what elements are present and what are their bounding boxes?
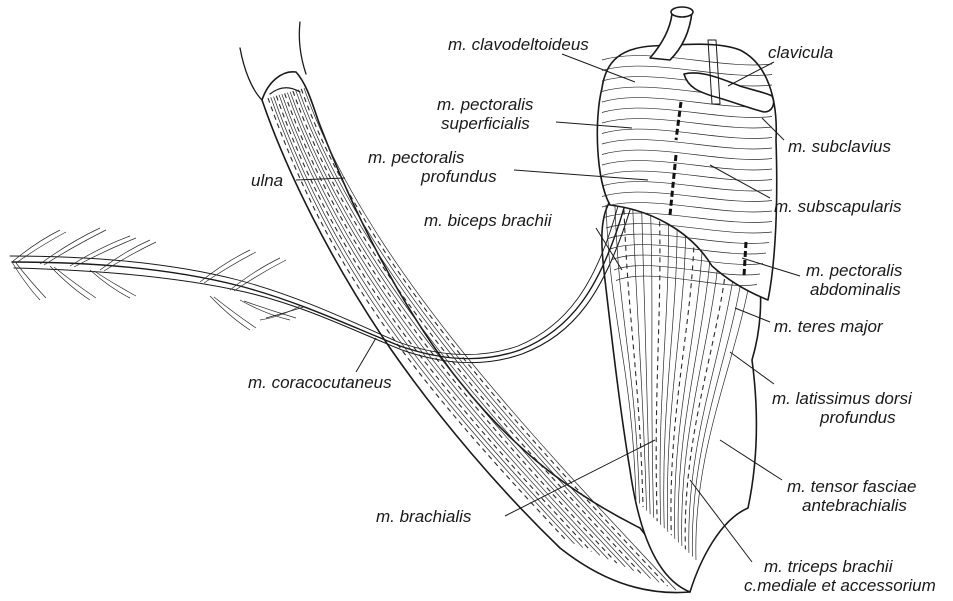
label-latissimus-dorsi-2: profundus (819, 408, 896, 427)
label-subclavius: m. subclavius (788, 137, 891, 156)
label-triceps-brachii-2: c.mediale et accessorium (744, 576, 936, 595)
label-ulna: ulna (251, 171, 283, 190)
label-clavicula: clavicula (768, 43, 833, 62)
label-clavodeltoideus: m. clavodeltoideus (448, 35, 589, 54)
label-teres-major: m. teres major (774, 317, 884, 336)
label-triceps-brachii-1: m. triceps brachii (764, 557, 894, 576)
label-biceps-brachii: m. biceps brachii (424, 211, 553, 230)
coracocutaneus-fibers (12, 228, 304, 330)
label-tensor-fasciae-2: antebrachialis (802, 496, 907, 515)
label-pectoralis-superficialis-2: superficialis (441, 114, 530, 133)
label-pectoralis-profundus-1: m. pectoralis (368, 148, 465, 167)
label-pectoralis-superficialis-1: m. pectoralis (437, 95, 534, 114)
label-subscapularis: m. subscapularis (774, 197, 902, 216)
label-pectoralis-abdominalis-1: m. pectoralis (806, 261, 903, 280)
label-pectoralis-abdominalis-2: abdominalis (810, 280, 901, 299)
label-pectoralis-profundus-2: profundus (420, 167, 497, 186)
label-brachialis: m. brachialis (376, 507, 472, 526)
label-tensor-fasciae-1: m. tensor fasciae (787, 477, 916, 496)
label-coracocutaneus: m. coracocutaneus (248, 373, 392, 392)
label-latissimus-dorsi-1: m. latissimus dorsi (772, 389, 913, 408)
